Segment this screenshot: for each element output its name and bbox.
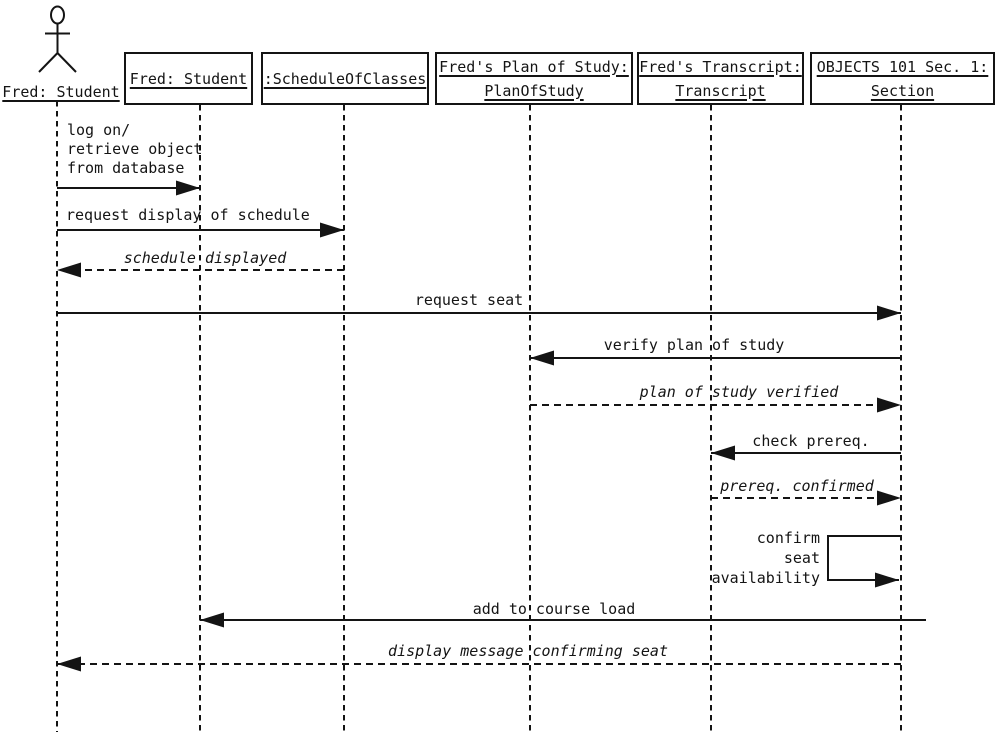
message-label-add-to-course-load: add to course load <box>472 600 636 618</box>
message-label-plan-verified: plan of study verified <box>639 383 839 401</box>
actor-stick-figure-icon <box>38 5 77 73</box>
message-arrows <box>57 180 926 672</box>
object-name: :ScheduleOfClasses <box>263 69 427 88</box>
message-label-verify-plan: verify plan of study <box>603 336 785 354</box>
object-box-transcript: Fred's Transcript: Transcript <box>637 52 804 105</box>
object-name: Fred's Plan of Study: <box>439 57 629 76</box>
message-label-prereq-confirmed: prereq. confirmed <box>720 477 874 495</box>
object-class: Section <box>870 81 935 100</box>
object-box-section: OBJECTS 101 Sec. 1: Section <box>810 52 995 105</box>
message-label-request-seat: request seat <box>414 291 524 309</box>
object-name: Fred's Transcript: <box>639 57 802 76</box>
lifelines <box>56 101 902 732</box>
object-name: Fred: Student <box>129 69 248 88</box>
object-box-plan-of-study: Fred's Plan of Study: PlanOfStudy <box>435 52 633 105</box>
message-label-display-message: display message confirming seat <box>388 642 668 660</box>
object-class: Transcript <box>675 81 766 100</box>
object-class: PlanOfStudy <box>484 81 584 100</box>
actor-label: Fred: Student <box>2 83 120 101</box>
arrow-confirm-seat-self <box>827 535 901 588</box>
message-label-schedule-displayed: schedule displayed <box>123 249 287 267</box>
message-label-confirm-seat-availability: confirm seat availability <box>711 529 820 587</box>
object-box-fred-student: Fred: Student <box>124 52 253 105</box>
object-name: OBJECTS 101 Sec. 1: <box>816 57 989 76</box>
actor-label-text: Fred: Student <box>2 83 120 101</box>
message-label-request-display: request display of schedule <box>66 206 310 224</box>
object-box-schedule-of-classes: :ScheduleOfClasses <box>261 52 429 105</box>
message-label-check-prereq: check prereq. <box>752 432 870 450</box>
message-label-log-on: log on/ retrieve object from database <box>67 121 203 177</box>
